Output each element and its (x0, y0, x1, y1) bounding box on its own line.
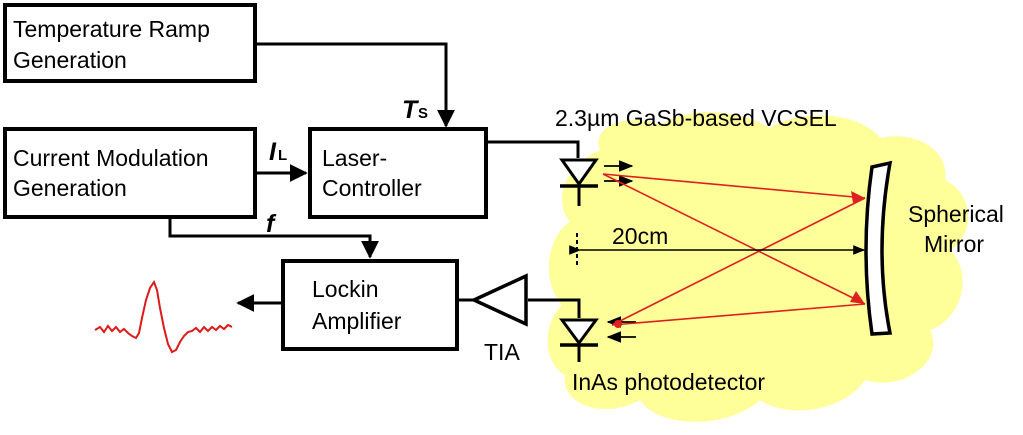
current-modulation-label-line1: Current Modulation (13, 145, 209, 171)
distance-label: 20cm (612, 223, 668, 249)
ts-signal-label: T S (402, 96, 428, 124)
ts-wire (255, 42, 455, 128)
mirror-label-line1: Spherical (908, 201, 1004, 227)
photodetector-icon (559, 316, 636, 362)
detected-signal-trace (94, 279, 233, 354)
svg-text:T: T (402, 96, 420, 124)
spherical-mirror (864, 160, 893, 336)
current-modulation-label-line2: Generation (13, 175, 127, 201)
vcsel-diode-icon (559, 158, 634, 206)
svg-text:I: I (269, 138, 277, 166)
tia-amplifier-icon (457, 273, 528, 327)
detector-wire (528, 298, 581, 318)
lockin-amplifier-label-line1: Lockin (312, 276, 378, 302)
temperature-ramp-label-line1: Temperature Ramp (13, 16, 210, 42)
distance-indicator (569, 233, 866, 268)
mirror-label-line2: Mirror (924, 231, 984, 257)
laser-drive-wire (486, 140, 580, 158)
temperature-ramp-label-line2: Generation (13, 47, 127, 73)
temperature-ramp-generation-block: Temperature Ramp Generation (3, 3, 257, 83)
laser-controller-label-line1: Laser- (322, 145, 387, 171)
svg-text:L: L (278, 147, 287, 164)
laser-controller-block: Laser- Controller (308, 127, 488, 219)
svg-text:S: S (418, 105, 428, 122)
gas-cloud (547, 112, 969, 422)
tia-label: TIA (484, 339, 520, 365)
f-wire (168, 217, 379, 259)
vcsel-label: 2.3µm GaSb-based VCSEL (555, 105, 837, 131)
lockin-amplifier-block: Lockin Amplifier (281, 259, 459, 351)
current-modulation-generation-block: Current Modulation Generation (3, 127, 257, 219)
f-signal-label: f (266, 210, 277, 238)
lockin-amplifier-label-line2: Amplifier (312, 308, 402, 334)
photodetector-label: InAs photodetector (572, 369, 765, 395)
il-signal-label: I L (269, 138, 287, 166)
optical-beam-paths (602, 173, 866, 328)
laser-controller-label-line2: Controller (322, 175, 422, 201)
